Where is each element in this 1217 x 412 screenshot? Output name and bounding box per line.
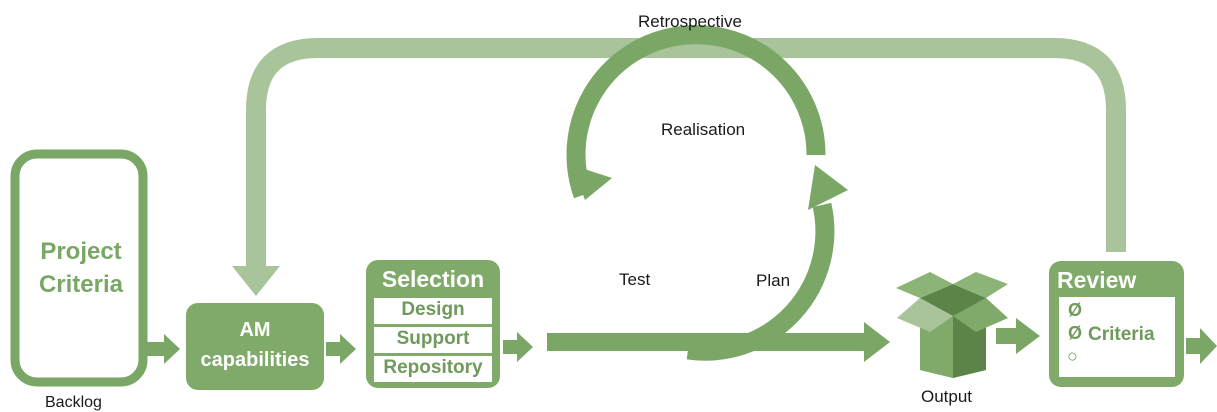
realisation-label: Realisation xyxy=(661,120,746,139)
arrow-am-selection-head xyxy=(340,334,356,364)
retrospective-loop xyxy=(246,38,1126,268)
selection-row-design: Design xyxy=(401,299,465,320)
review-inner xyxy=(1059,297,1175,377)
review-title: Review xyxy=(1057,267,1137,293)
selection-row-bg-2 xyxy=(374,327,492,353)
backlog-label: Backlog xyxy=(45,394,102,411)
arrow-selection-out-head xyxy=(517,332,533,362)
selection-row-repository: Repository xyxy=(383,357,483,378)
arrow-output-review-head xyxy=(1016,318,1040,354)
arrow-review-out-head xyxy=(1200,328,1217,364)
selection-row-support: Support xyxy=(396,328,470,349)
mainline-arrow-head xyxy=(864,322,890,362)
am-box xyxy=(186,303,324,390)
backlog-box xyxy=(10,149,148,387)
selection-row-bg-3 xyxy=(374,356,492,382)
arrow-review-out xyxy=(1186,338,1202,354)
backlog-title-line2: Criteria xyxy=(38,271,124,298)
output-label: Output xyxy=(921,387,973,406)
am-title-line2: capabilities xyxy=(200,349,310,371)
retrospective-arrowhead xyxy=(232,266,280,296)
selection-row-bg-1 xyxy=(374,298,492,324)
selection-title: Selection xyxy=(381,266,485,292)
review-criteria: Criteria xyxy=(1088,324,1155,345)
backlog-title-line1: Project xyxy=(40,238,122,265)
review-open-item: ○ xyxy=(1067,346,1078,366)
output-box-icon xyxy=(896,272,1008,378)
arrow-output-review xyxy=(996,328,1018,344)
cycle-arrowhead-left xyxy=(572,165,612,200)
arrow-backlog-am xyxy=(146,342,166,356)
cycle-arrowhead-right xyxy=(808,165,848,210)
arrow-am-selection xyxy=(326,342,342,356)
plan-label: Plan xyxy=(756,271,791,290)
mainline-arrow xyxy=(547,333,867,351)
cycle-arc xyxy=(566,25,826,199)
am-title-line1: AM xyxy=(239,319,271,341)
review-check-2: Ø xyxy=(1068,323,1083,343)
arrow-selection-out xyxy=(503,340,519,354)
retrospective-label: Retrospective xyxy=(638,12,742,31)
test-label: Test xyxy=(619,270,651,289)
review-check-1: Ø xyxy=(1068,300,1083,320)
arrow-backlog-am-head xyxy=(164,334,180,364)
